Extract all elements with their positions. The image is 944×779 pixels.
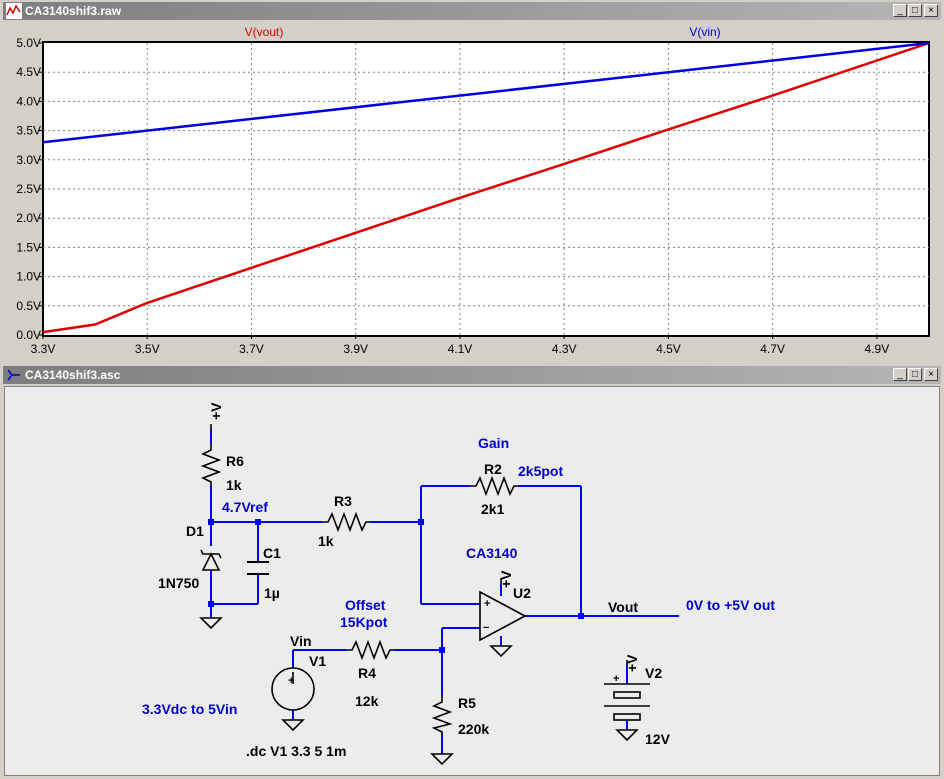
restore-button[interactable]: □ (908, 368, 922, 381)
ref-designator: R5 (458, 695, 476, 711)
capacitor-c1 (247, 561, 269, 575)
component-value: 1µ (264, 585, 280, 601)
x-tick-label: 4.9V (865, 342, 890, 356)
x-tick-label: 3.9V (343, 342, 368, 356)
x-tick-label: 3.5V (135, 342, 160, 356)
resistor-r4 (346, 639, 394, 661)
component-value: 12V (645, 731, 671, 747)
supply-label: +V (498, 570, 514, 588)
ref-designator: V1 (309, 653, 326, 669)
restore-button[interactable]: □ (908, 4, 922, 17)
resistor-symbols (200, 444, 518, 734)
resistor-r2 (470, 475, 518, 497)
close-button[interactable]: × (924, 4, 938, 17)
spice-directive[interactable]: .dc V1 3.3 5 1m (246, 743, 346, 759)
series-line-1[interactable] (42, 41, 930, 144)
component-value: 1k (318, 533, 334, 549)
plot-window: CA3140shif3.raw _ □ × 0.0V 0.5V 1.0V 1.5V 2.… (0, 0, 944, 365)
net-label: Vout (608, 599, 638, 615)
y-tick-label: 3.0V (16, 153, 41, 167)
ground-icon (430, 753, 454, 766)
annotation: CA3140 (466, 545, 518, 561)
ground-icon (199, 617, 223, 630)
y-tick-label: 4.5V (16, 65, 41, 79)
ground-icon (489, 645, 513, 658)
y-tick-label: 3.5V (16, 124, 41, 138)
net-label: 4.7Vref (222, 499, 268, 515)
x-tick-label: 3.7V (239, 342, 264, 356)
battery-plus-sign: + (613, 673, 619, 685)
annotation: 3.3Vdc to 5Vin (142, 701, 237, 717)
supply-label: +V (208, 402, 224, 420)
schematic-window-title: CA3140shif3.asc (25, 368, 121, 382)
x-tick-label: 4.1V (448, 342, 473, 356)
annotation: 0V to +5V out (686, 597, 775, 613)
legend-entry-1[interactable]: V(vin) (689, 25, 720, 39)
y-tick-label: 5.0V (16, 36, 41, 50)
x-tick-label: 4.5V (656, 342, 681, 356)
y-tick-label: 4.0V (16, 94, 41, 108)
ground-icon (281, 719, 305, 732)
ref-designator: R4 (358, 665, 376, 681)
supply-label: +V (624, 654, 640, 672)
waveform-plot[interactable]: 0.0V 0.5V 1.0V 1.5V 2.0V 2.5V 3.0V 3.5V 4.0V 4.5V… (0, 0, 944, 362)
y-tick-label: 2.0V (16, 211, 41, 225)
plot-window-titlebar[interactable]: CA3140shif3.raw _ □ × (3, 2, 941, 20)
component-value: 220k (458, 721, 489, 737)
y-tick-label: 1.0V (16, 270, 41, 284)
net-label: Vin (290, 633, 312, 649)
minimize-button[interactable]: _ (893, 368, 907, 381)
ref-designator: D1 (186, 523, 204, 539)
ref-designator: R2 (484, 461, 502, 477)
annotation: 2k5pot (518, 463, 563, 479)
wires (210, 430, 679, 754)
zener-diode-d1 (200, 549, 222, 571)
ground-icon (615, 729, 639, 742)
supply-stubs (210, 424, 628, 666)
x-tick-label: 4.7V (760, 342, 785, 356)
x-tick-label: 4.3V (552, 342, 577, 356)
opamp-u2 (479, 590, 527, 642)
close-button[interactable]: × (924, 368, 938, 381)
y-tick-label: 2.5V (16, 182, 41, 196)
x-tick-label: 3.3V (31, 342, 56, 356)
ref-designator: U2 (513, 585, 531, 601)
resistor-r5 (431, 696, 453, 734)
ref-designator: V2 (645, 665, 662, 681)
component-value: 1N750 (158, 575, 199, 591)
ref-designator: R6 (226, 453, 244, 469)
series-line-0[interactable] (42, 41, 930, 334)
y-tick-label: 1.5V (16, 240, 41, 254)
battery-v2 (604, 683, 650, 721)
component-value: 1k (226, 477, 242, 493)
component-value: 12k (355, 693, 379, 709)
annotation: Offset (345, 597, 386, 613)
schematic-canvas[interactable] (4, 386, 940, 776)
voltage-source-v1 (271, 667, 315, 711)
legend-entry-0[interactable]: V(vout) (245, 25, 284, 39)
y-tick-label: 0.5V (16, 299, 41, 313)
ref-designator: C1 (263, 545, 281, 561)
junction-dots (208, 519, 584, 653)
y-tick-label: 0.0V (16, 328, 41, 342)
ground-symbols (199, 617, 639, 766)
schematic-window: CA3140shif3.asc _ □ × (0, 364, 944, 779)
minimize-button[interactable]: _ (893, 4, 907, 17)
schematic-icon (7, 369, 20, 381)
schematic-drawing[interactable]: +V R6 1k D1 1N750 C1 1µ R3 1k R2 2k1 +V … (0, 364, 944, 779)
waveform-icon (6, 3, 22, 19)
resistor-r3 (322, 511, 370, 533)
ref-designator: R3 (334, 493, 352, 509)
opamp-minus-pin: − (483, 622, 489, 634)
plot-window-title: CA3140shif3.raw (25, 4, 122, 18)
component-value: 2k1 (481, 501, 505, 517)
source-plus-sign: + (288, 675, 294, 687)
schematic-window-titlebar[interactable]: CA3140shif3.asc _ □ × (3, 366, 941, 384)
resistor-r6 (200, 444, 222, 486)
opamp-plus-pin: + (484, 598, 490, 610)
annotation: Gain (478, 435, 509, 451)
annotation: 15Kpot (340, 614, 388, 630)
